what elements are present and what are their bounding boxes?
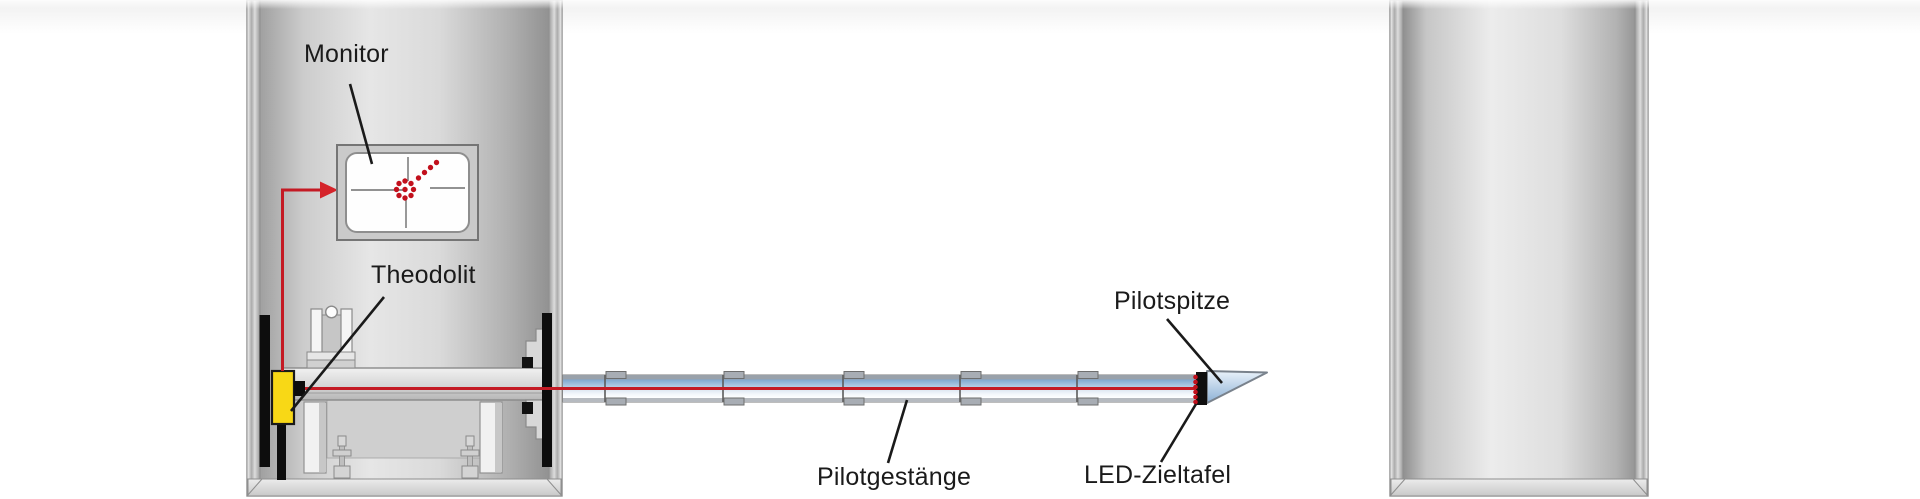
leader-monitor bbox=[348, 83, 374, 165]
led-dot bbox=[1193, 384, 1198, 390]
leader-pilotgestaenge bbox=[886, 399, 909, 464]
led-target-board bbox=[1193, 372, 1207, 405]
label-led-zieltafel: LED-Zieltafel bbox=[1084, 461, 1232, 489]
clamp-post-left bbox=[310, 308, 323, 354]
clamp-base-top bbox=[306, 351, 356, 361]
rod-top-stripe bbox=[563, 375, 1196, 380]
target-shaft-interior bbox=[1403, 0, 1635, 479]
support-leg bbox=[303, 401, 327, 474]
target-shaft-right-wall bbox=[1634, 0, 1649, 497]
bevel-line bbox=[546, 478, 563, 497]
jack-screw bbox=[460, 435, 480, 479]
monitor-screen bbox=[345, 152, 470, 233]
clamp-block bbox=[522, 402, 533, 414]
leader-theodolit bbox=[289, 296, 386, 412]
led-dot bbox=[1193, 374, 1198, 380]
label-theodolit: Theodolit bbox=[371, 261, 476, 289]
top-fade bbox=[0, 0, 1920, 9]
support-leg bbox=[479, 401, 503, 474]
sight-path bbox=[281, 181, 1196, 390]
clamp-block bbox=[522, 357, 533, 368]
label-pilotgestaenge: Pilotgestänge bbox=[817, 463, 972, 491]
bevel-line bbox=[1389, 478, 1406, 497]
sight-arrow-icon bbox=[320, 181, 338, 199]
monitor-assembly bbox=[336, 144, 479, 241]
led-dot bbox=[1193, 399, 1198, 405]
bevel-line bbox=[1632, 478, 1649, 497]
rod-light-band bbox=[563, 389, 1196, 398]
led-dot bbox=[1193, 389, 1198, 395]
led-dot-pattern bbox=[393, 159, 440, 201]
leader-pilotspitze bbox=[1166, 318, 1223, 384]
led-dot bbox=[1193, 394, 1198, 400]
jacking-frame-beam bbox=[282, 367, 550, 401]
machine-sled bbox=[326, 399, 482, 459]
theodolite bbox=[270, 369, 296, 426]
launch-shaft-left-wall bbox=[246, 0, 261, 497]
rod-bottom-stripe bbox=[563, 398, 1196, 402]
theodolite-support-post bbox=[277, 424, 286, 480]
label-monitor: Monitor bbox=[304, 40, 389, 68]
clamp-body bbox=[321, 314, 342, 354]
bevel-line bbox=[246, 478, 263, 497]
clamp-pivot bbox=[325, 305, 339, 319]
led-dot bbox=[1193, 379, 1198, 385]
target-shaft bbox=[1389, 0, 1649, 497]
theodolite-eyepiece bbox=[294, 381, 305, 396]
reference-bar-left bbox=[259, 315, 270, 467]
launch-shaft bbox=[246, 0, 563, 497]
jack-screw bbox=[332, 435, 352, 479]
label-pilotspitze: Pilotspitze bbox=[1114, 287, 1231, 315]
launch-shaft-floor bbox=[247, 478, 562, 497]
rod-clamp bbox=[306, 305, 356, 369]
leader-led-zieltafel bbox=[1159, 403, 1198, 463]
rod-blue-band bbox=[563, 379, 1196, 389]
leader-lines bbox=[289, 83, 1223, 464]
led-board bbox=[1196, 372, 1207, 405]
target-shaft-left-wall bbox=[1389, 0, 1404, 497]
target-shaft-floor bbox=[1390, 478, 1648, 497]
